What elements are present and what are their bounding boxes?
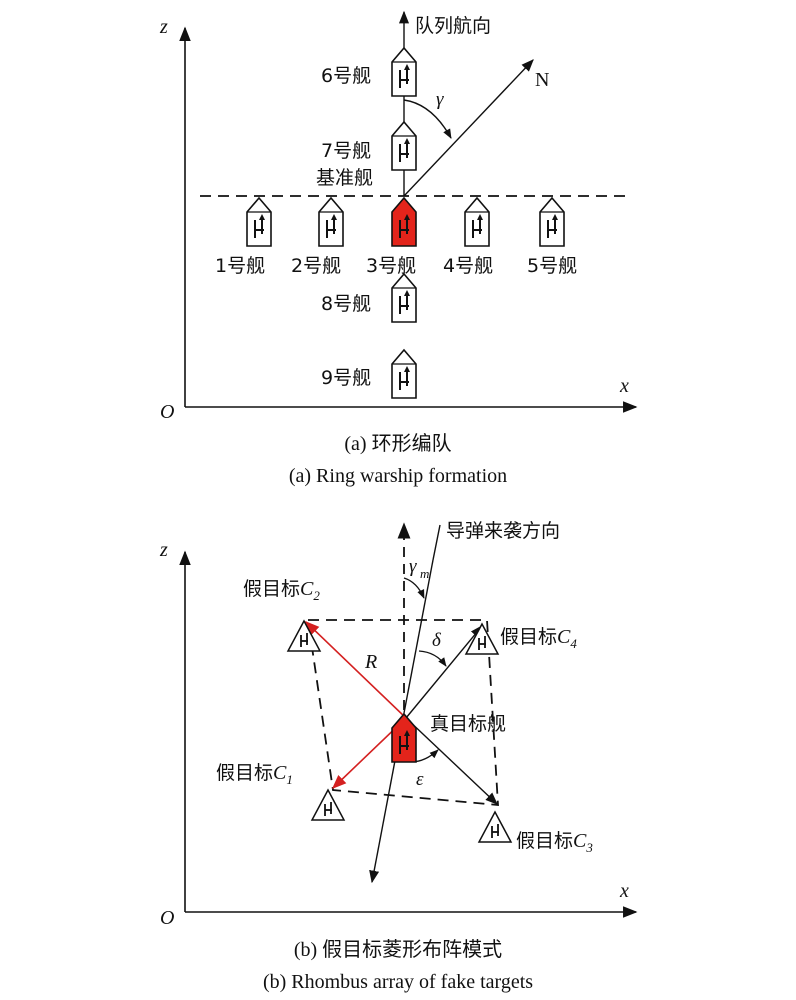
base-ship-label: 基准舰 — [316, 167, 373, 189]
line-to-c3 — [405, 717, 498, 805]
ship-label-3: 3号舰 — [366, 255, 416, 277]
ship-label-4: 4号舰 — [443, 255, 493, 277]
line-to-c4 — [405, 625, 483, 719]
caption-b-cn: (b) 假目标菱形布阵模式 — [294, 938, 502, 961]
ship-7 — [391, 121, 417, 171]
origin-label-b: O — [160, 907, 174, 929]
ship-3 — [391, 197, 417, 247]
north-line — [403, 59, 534, 197]
fake-target-c2 — [287, 620, 321, 652]
ship-label-9: 9号舰 — [321, 367, 371, 389]
ship-2 — [318, 197, 344, 247]
origin-label-a: O — [160, 401, 174, 423]
missile-label-leader — [432, 524, 441, 561]
ship-1 — [246, 197, 272, 247]
north-label: N — [535, 69, 549, 91]
panel-b: z x O 导弹来袭方向 γ m δ ε R 真目标舰 — [159, 520, 638, 993]
true-target-label: 真目标舰 — [430, 713, 506, 735]
ship-label-8: 8号舰 — [321, 293, 371, 315]
gamma-arc — [403, 99, 452, 139]
ship-6 — [391, 47, 417, 97]
x-axis-label-b: x — [619, 880, 629, 902]
ship-label-1: 1号舰 — [215, 255, 265, 277]
radius-line-c2 — [304, 621, 407, 719]
z-axis-label-a: z — [159, 16, 168, 38]
epsilon-label: ε — [416, 769, 424, 790]
heading-label: 队列航向 — [415, 15, 491, 37]
ship-8 — [391, 273, 417, 323]
ship-5 — [539, 197, 565, 247]
panel-a: z x O 队列航向 N γ 6号舰 7号舰 基准舰 1号舰 2号舰 3号舰 4… — [159, 10, 638, 487]
ship-4 — [464, 197, 490, 247]
gamma-m-label: γ — [409, 556, 417, 577]
ship-label-5: 5号舰 — [527, 255, 577, 277]
ship-label-7: 7号舰 — [321, 140, 371, 162]
missile-label: 导弹来袭方向 — [446, 520, 560, 542]
fake-label-c1: 假目标C1 — [216, 762, 293, 787]
caption-b-en: (b) Rhombus array of fake targets — [263, 971, 533, 993]
caption-a-cn: (a) 环形编队 — [344, 432, 451, 455]
fake-label-c3: 假目标C3 — [516, 830, 593, 855]
delta-label: δ — [432, 630, 442, 651]
delta-arc — [418, 650, 447, 667]
radius-label: R — [364, 651, 377, 673]
ship-label-6: 6号舰 — [321, 65, 371, 87]
gamma-m-arc — [403, 577, 425, 599]
fake-target-c1 — [311, 789, 345, 821]
gamma-label: γ — [436, 89, 444, 110]
true-target-ship — [391, 713, 417, 763]
ship-label-2: 2号舰 — [291, 255, 341, 277]
fake-target-c3 — [478, 811, 512, 843]
caption-a-en: (a) Ring warship formation — [289, 465, 507, 487]
rhombus-dashed — [306, 619, 499, 806]
ship-9 — [391, 349, 417, 399]
z-axis-label-b: z — [159, 539, 168, 561]
fake-label-c4: 假目标C4 — [500, 626, 577, 651]
gamma-m-sub: m — [420, 566, 429, 581]
x-axis-label-a: x — [619, 375, 629, 397]
fake-label-c2: 假目标C2 — [243, 578, 320, 603]
